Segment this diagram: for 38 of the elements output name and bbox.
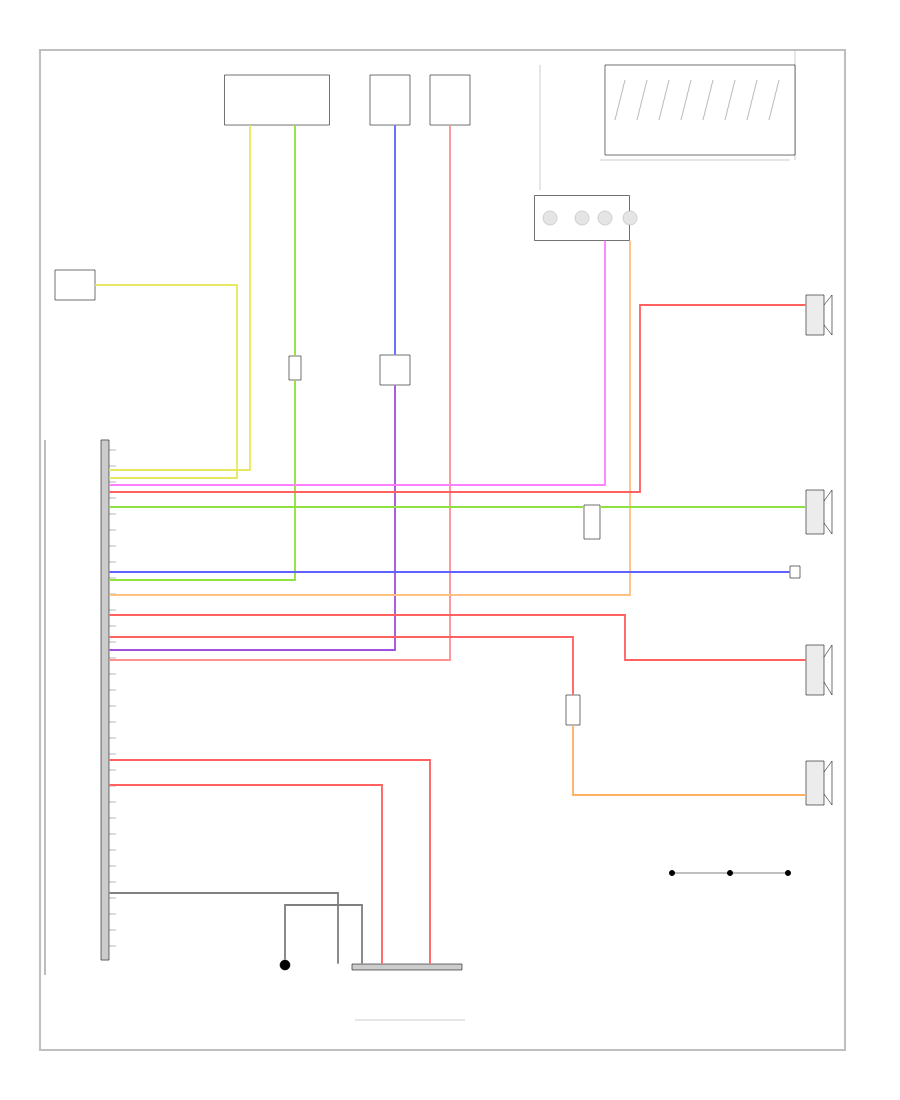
wire bbox=[572, 724, 807, 796]
component-box bbox=[429, 74, 471, 126]
wire bbox=[599, 506, 807, 508]
connector-strip bbox=[100, 439, 110, 961]
speaker-symbol bbox=[805, 760, 833, 806]
wire bbox=[284, 904, 363, 965]
ground-symbol bbox=[279, 959, 291, 971]
wire bbox=[108, 614, 807, 661]
speaker-symbol bbox=[805, 294, 833, 336]
wire bbox=[108, 124, 251, 471]
connector-symbol bbox=[789, 565, 801, 579]
wire bbox=[294, 124, 296, 357]
wire bbox=[108, 379, 296, 581]
connector-symbol bbox=[565, 694, 581, 726]
wire bbox=[108, 124, 451, 661]
connector-symbol bbox=[583, 504, 601, 540]
component-box bbox=[534, 195, 638, 241]
wire bbox=[108, 571, 791, 573]
component-box bbox=[604, 64, 796, 156]
speaker-symbol bbox=[805, 644, 833, 696]
wire bbox=[108, 784, 383, 965]
speaker-symbol bbox=[805, 489, 833, 535]
wire bbox=[108, 506, 585, 508]
component-box bbox=[224, 74, 330, 126]
connector-symbol bbox=[288, 355, 302, 381]
wire bbox=[108, 239, 631, 596]
component-box bbox=[379, 354, 411, 386]
wire bbox=[108, 892, 339, 965]
wire bbox=[108, 759, 431, 965]
connector-strip bbox=[351, 963, 463, 971]
component-box bbox=[54, 269, 96, 301]
wire bbox=[108, 239, 606, 486]
wire bbox=[108, 636, 574, 696]
wire bbox=[394, 124, 396, 356]
wire bbox=[108, 384, 396, 651]
wire bbox=[108, 304, 807, 493]
wire bbox=[94, 284, 238, 479]
component-box bbox=[369, 74, 411, 126]
